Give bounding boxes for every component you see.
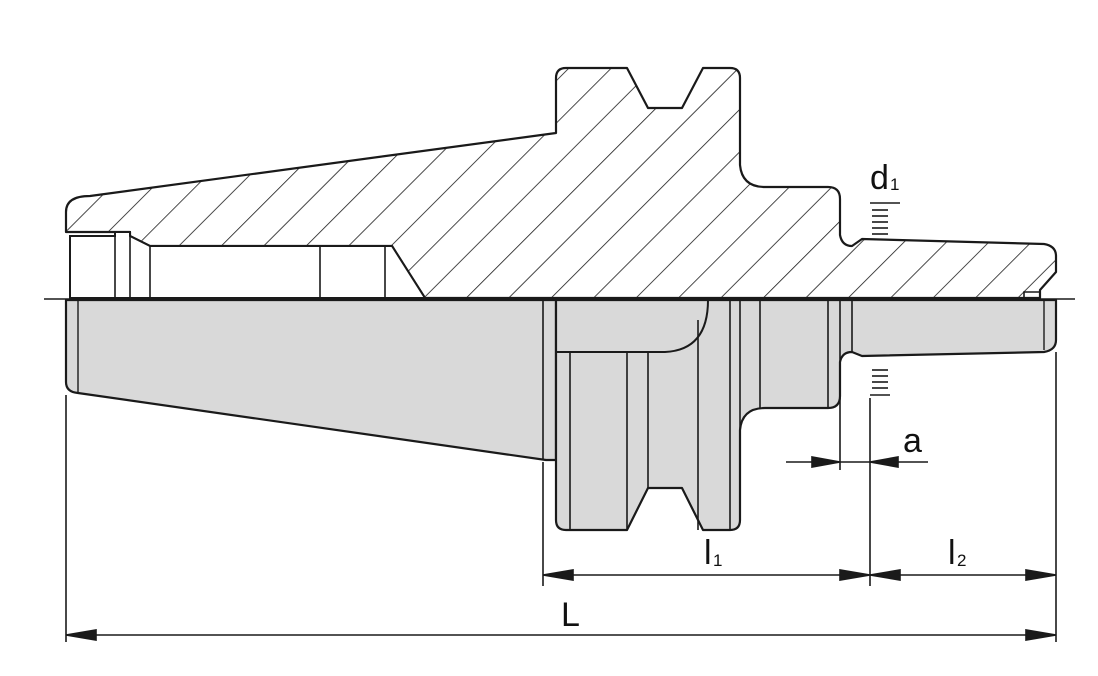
tip-detail xyxy=(1023,291,1040,298)
label-d-subscript: 1 xyxy=(890,175,899,194)
dimensions xyxy=(65,352,1057,642)
label-l1-subscript: 1 xyxy=(713,551,722,570)
flange-outline xyxy=(554,298,1058,532)
label-l2: l xyxy=(948,534,956,572)
label-d: d xyxy=(870,159,889,197)
label-l1: l xyxy=(704,534,712,572)
thread-marks xyxy=(870,202,900,396)
inner-bore xyxy=(69,231,427,299)
outside-view-half xyxy=(64,298,1058,532)
section-hatch xyxy=(64,66,1058,300)
dimension-labels: d 1 a l 1 l 2 L xyxy=(561,159,966,634)
label-L: L xyxy=(561,596,580,634)
label-a: a xyxy=(903,422,922,460)
sectioned-half xyxy=(64,66,1058,300)
label-l2-subscript: 2 xyxy=(957,551,966,570)
taper-outline xyxy=(64,298,558,462)
